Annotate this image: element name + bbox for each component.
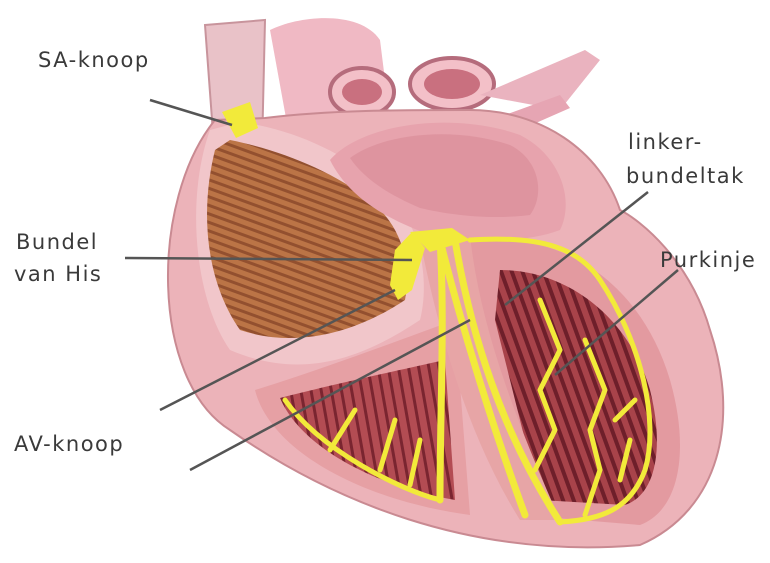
av-node-label: AV-knoop	[14, 430, 124, 459]
left-bundle-branch-label-line2: bundeltak	[626, 162, 745, 191]
bundle-of-his-label-line2: van His	[14, 260, 102, 289]
bundle-of-his-label-line1: Bundel	[16, 228, 98, 257]
purkinje-label: Purkinje	[660, 246, 756, 275]
sa-node-label: SA-knoop	[38, 46, 150, 75]
pulmonary-veins	[480, 50, 600, 110]
left-bundle-branch-label-line1: linker-	[628, 128, 703, 157]
